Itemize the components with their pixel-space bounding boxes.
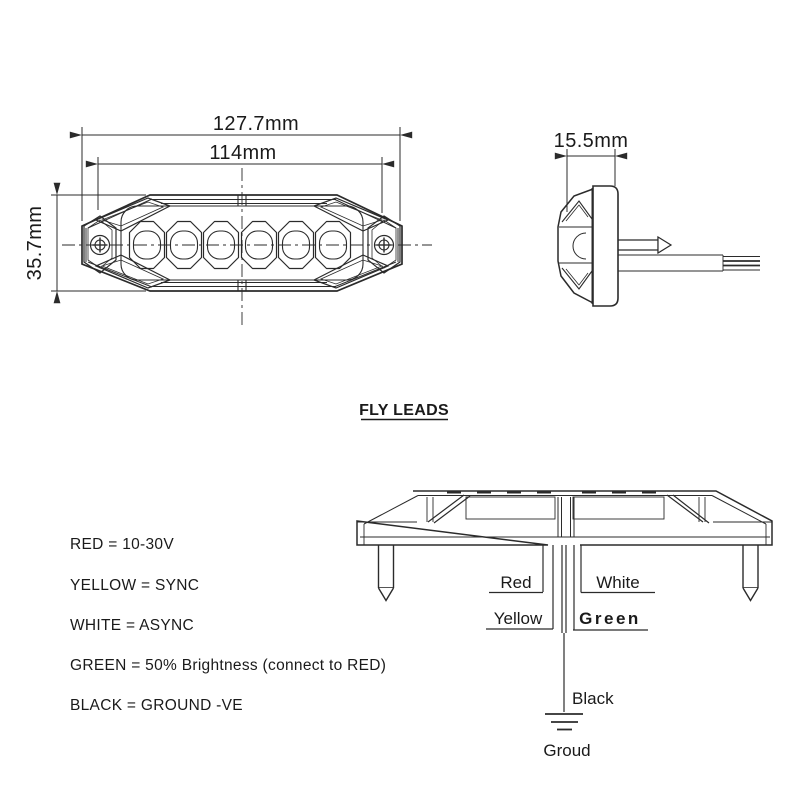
left-stud-icon	[377, 544, 395, 602]
bottom-view-drawing	[356, 490, 773, 731]
dim-lens-width	[85, 157, 395, 213]
ground-label: Groud	[543, 741, 590, 760]
screw-pockets	[83, 215, 401, 274]
right-screw-icon	[373, 234, 395, 256]
legend-white: WHITE = ASYNC	[70, 617, 194, 634]
side-cable	[618, 254, 760, 272]
dim-depth-label: 15.5mm	[554, 130, 629, 152]
front-view-drawing	[51, 127, 432, 326]
corner-facets	[94, 197, 390, 289]
legend-red: RED = 10-30V	[70, 536, 174, 553]
dim-lens-width-label: 114mm	[209, 142, 276, 164]
wire-label-yellow: Yellow	[494, 609, 543, 628]
fly-leads-title: FLY LEADS	[359, 402, 449, 419]
side-view-drawing	[554, 149, 760, 307]
wire-label-red: Red	[500, 573, 531, 592]
led-dome-profile	[572, 232, 587, 260]
left-screw-icon	[89, 234, 111, 256]
dim-outer-width-label: 127.7mm	[213, 113, 299, 135]
legend-green: GREEN = 50% Brightness (connect to RED)	[70, 657, 386, 674]
fly-lead-wires	[486, 545, 655, 712]
wire-label-white: White	[596, 573, 639, 592]
wire-label-black: Black	[572, 689, 614, 708]
wire-channel	[557, 497, 575, 537]
wiring-legend: RED = 10-30V YELLOW = SYNC WHITE = ASYNC…	[70, 536, 386, 714]
end-braces	[427, 494, 710, 524]
legend-yellow: YELLOW = SYNC	[70, 577, 199, 594]
dim-height	[51, 182, 146, 304]
ground-symbol-icon	[545, 713, 583, 731]
front-view-centerlines	[62, 168, 432, 326]
legend-black: BLACK = GROUND -VE	[70, 697, 243, 714]
right-stud-icon	[742, 544, 759, 602]
wire-label-green: Green	[579, 609, 641, 628]
side-stud	[618, 235, 673, 255]
dim-outer-width	[69, 127, 413, 221]
dim-height-label: 35.7mm	[24, 206, 46, 281]
dim-depth	[554, 149, 628, 212]
